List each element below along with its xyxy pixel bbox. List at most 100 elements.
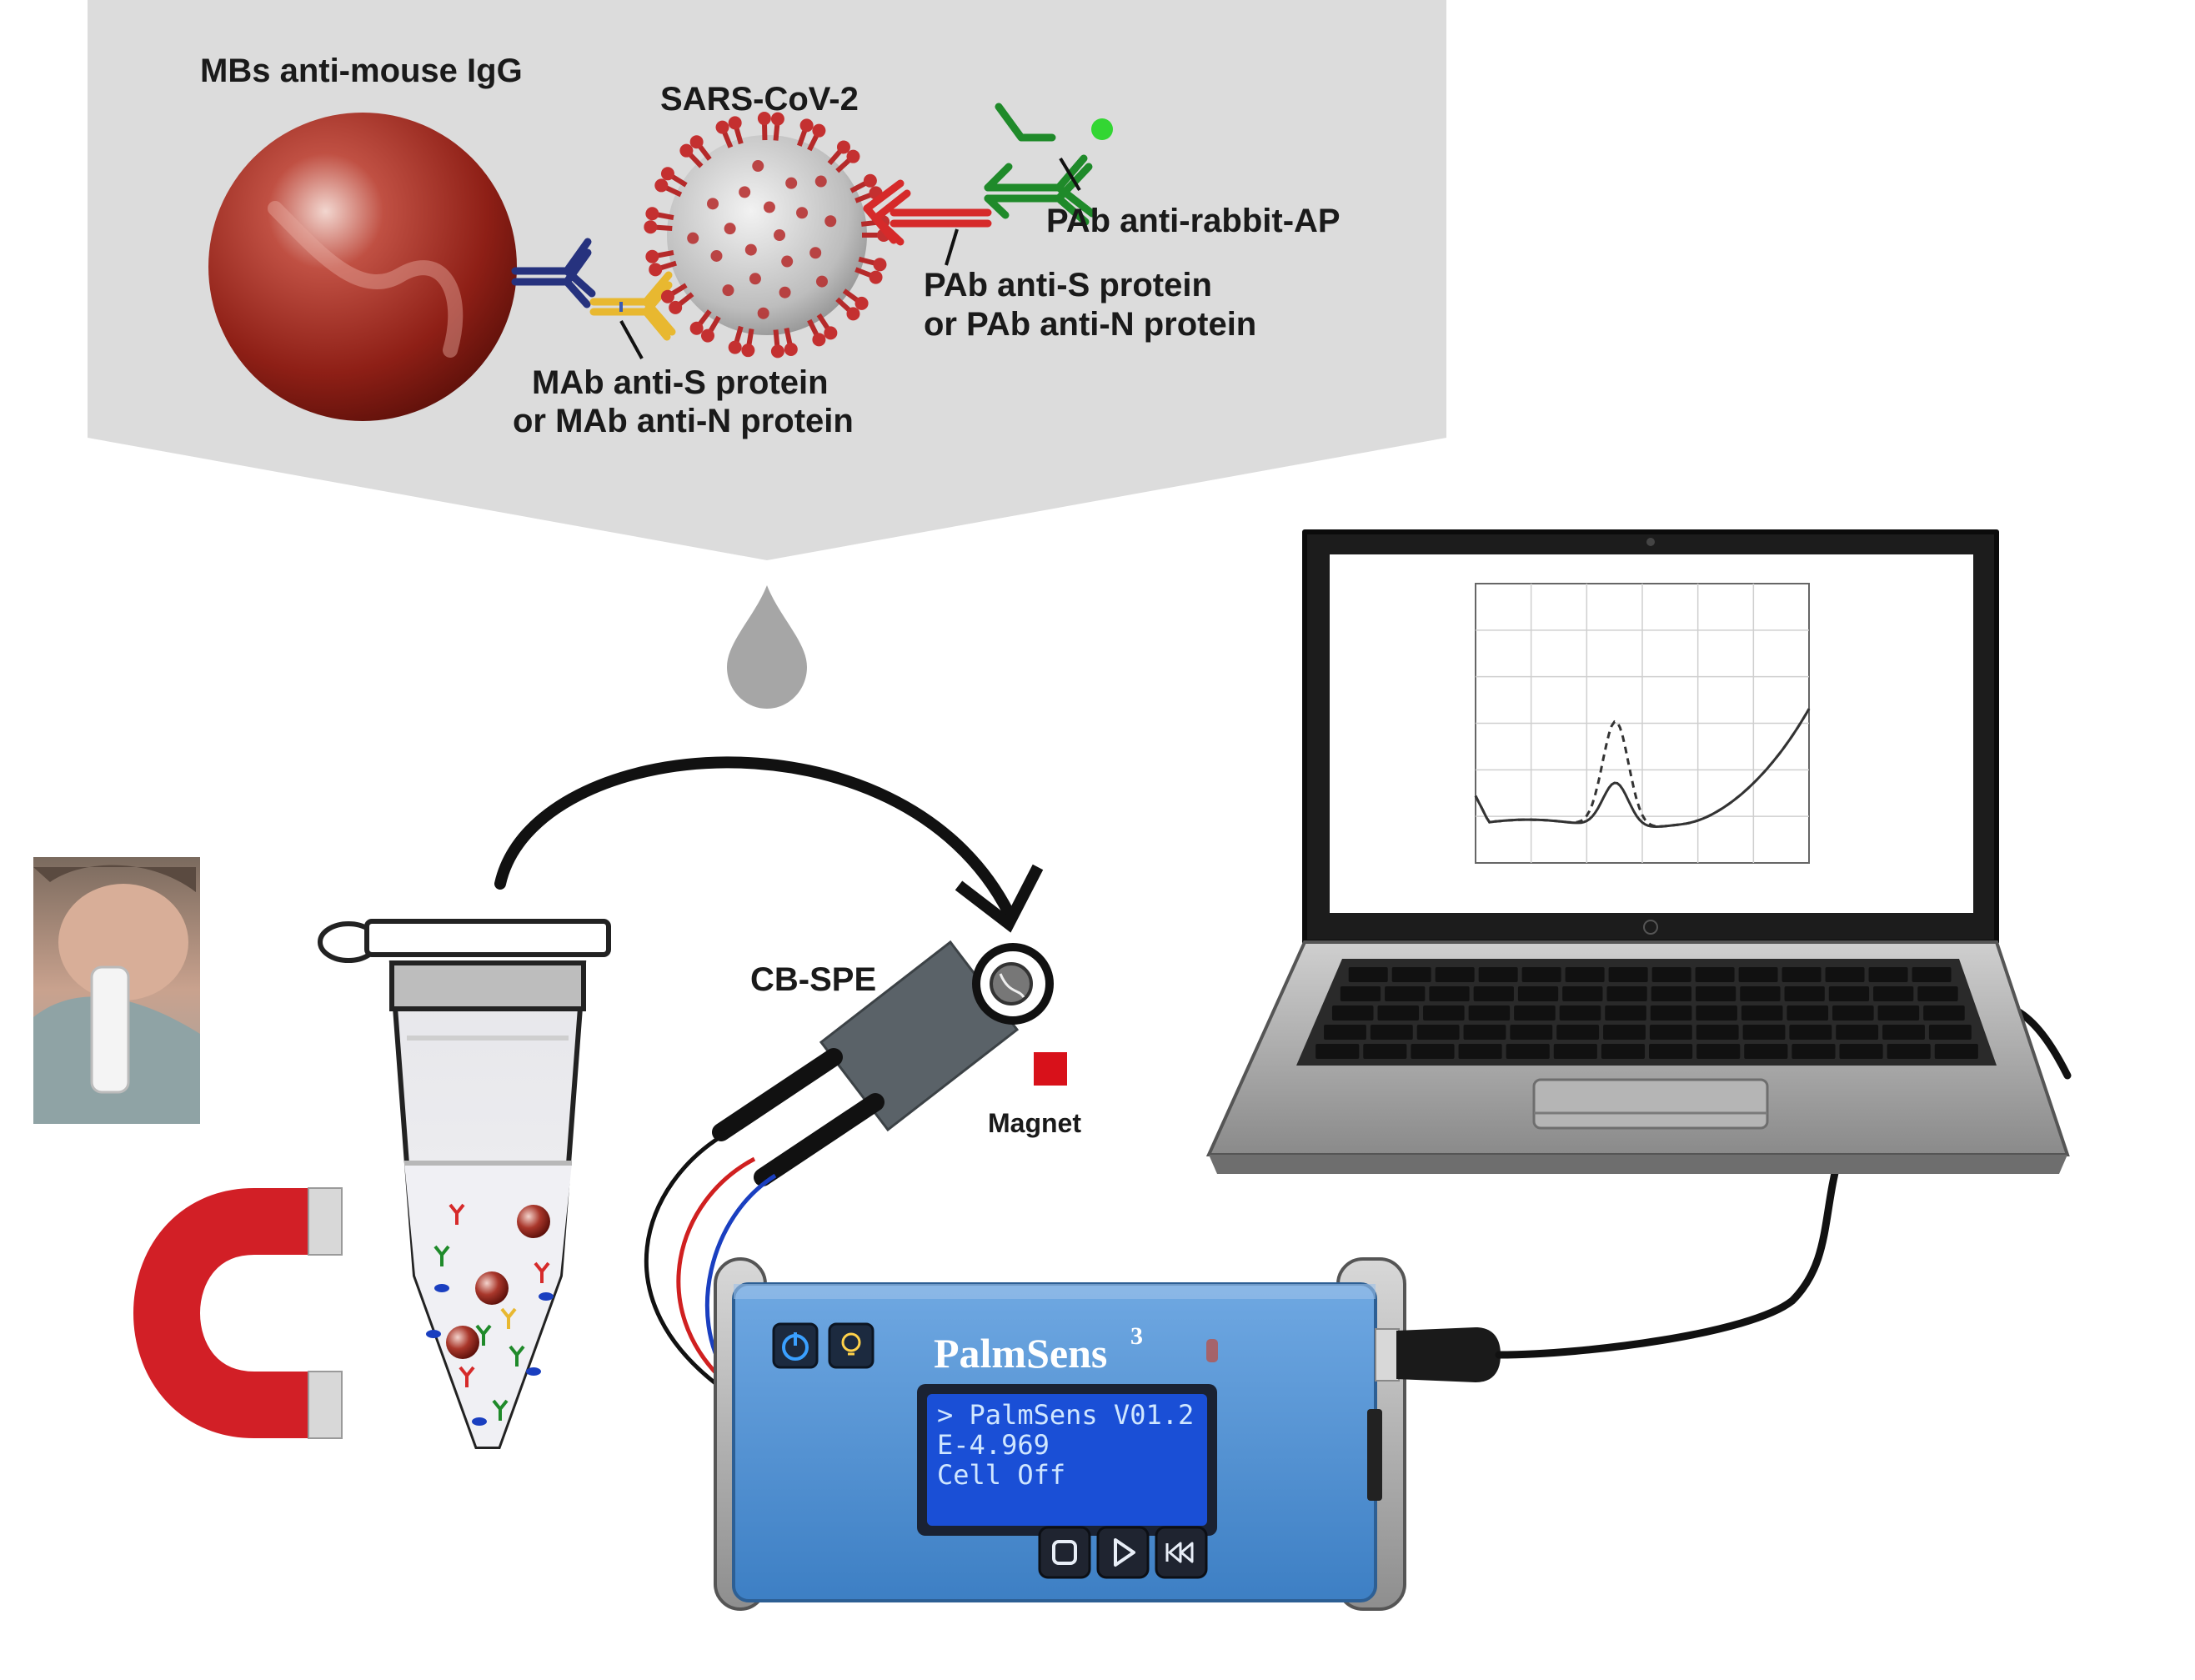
blue-particle [472,1417,487,1426]
keyboard-key [1423,1005,1465,1021]
keyboard-key [1606,986,1647,1001]
keyboard-key [1370,1025,1413,1040]
keyboard-key [1348,967,1388,982]
usb-plug-icon [1375,1327,1501,1382]
keyboard-key [1601,1044,1646,1059]
keyboard-key [1651,967,1691,982]
stop-button[interactable] [1038,1526,1091,1579]
virus-spike-tip [846,149,860,163]
virus-spike-tip [784,343,798,357]
antibody-particle [459,1366,475,1387]
antibody-particle [475,1324,492,1346]
bulb-icon [841,1332,861,1356]
mab-antibody [589,271,676,341]
rewind-button[interactable] [1155,1526,1208,1579]
magnet-pole-top [308,1187,343,1256]
virus-surface-spike [809,247,822,259]
virus-spike-tip [770,112,784,126]
pab-ap-antibody [984,103,1096,226]
virus-spike-tip [770,344,784,359]
horseshoe-magnet [133,1187,343,1439]
virus-surface-spike [763,201,775,213]
virus-label: SARS-CoV-2 [660,81,859,118]
keyboard-key [1458,1044,1502,1059]
keyboard-key [1738,967,1778,982]
status-led [1206,1339,1218,1362]
keyboard-key [1416,1025,1460,1040]
keyboard-key [1331,1005,1374,1021]
blue-particle [426,1330,441,1338]
play-button[interactable] [1096,1526,1150,1579]
blue-particle [539,1292,554,1301]
virus-spike-tip [654,178,669,193]
keyboard-key [1340,986,1381,1001]
keyboard-key [1650,1005,1692,1021]
laptop-logo [1643,920,1658,935]
swab-photo-icon [33,857,200,1124]
virus-spike-tip [863,173,877,188]
virus-spike-tip [645,249,659,263]
virus-surface-spike [752,160,764,173]
keyboard-key [1468,1005,1511,1021]
device-brand: PalmSens 3 [934,1322,1143,1377]
keyboard-key [1912,967,1952,982]
keyboard-key [1742,1025,1786,1040]
virus-surface-spike [796,207,809,219]
virus-spike-tip [669,300,683,314]
keyboard-key [1565,967,1605,982]
keyboard-key [1782,967,1822,982]
antibody-particle [534,1261,550,1283]
keyboard-key [1603,1025,1646,1040]
spe-magnet-block [1034,1052,1067,1086]
voltammogram-plot [1474,583,1811,864]
virus-surface-spike [739,186,751,198]
magnet-label: Magnet [988,1108,1081,1138]
lcd-screen [927,1394,1207,1526]
virus-spike-tip [812,333,826,347]
keyboard-key [1787,1005,1829,1021]
keyboard-key [1411,1044,1455,1059]
keyboard-key [1473,986,1514,1001]
virus-spike-tip [689,135,704,149]
keyboard-key [1923,1005,1965,1021]
ap-pointer [1059,157,1081,192]
transfer-arrow [494,756,1015,919]
virus-spike-tip [757,112,771,126]
cable-black [644,1131,727,1393]
virus-spike-tip [812,123,826,138]
virus-spike-tip [728,116,742,130]
keyboard-key [1521,967,1561,982]
virus-spike-tip [854,296,869,310]
keyboard-key [1832,1005,1874,1021]
virus-surface-spike [774,229,786,241]
cable-red [676,1156,756,1384]
virus-surface-spike [722,284,734,297]
keyboard-key [1882,1025,1925,1040]
immunoassay-panel: MBs anti-mouse IgG SARS-CoV-2 MAb anti-S… [88,0,1446,560]
virus-spike-tip [660,167,674,181]
keyboard-key [1605,1005,1646,1021]
power-button[interactable] [772,1322,819,1369]
keyboard-key [1695,986,1736,1001]
keyboard-key [1696,1005,1737,1021]
keyboard-key [1649,1025,1692,1040]
light-button[interactable] [828,1322,874,1369]
keyboard-key [1839,1044,1883,1059]
keyboard-key [1556,1025,1600,1040]
power-icon [782,1332,809,1361]
virus-surface-spike [781,255,794,268]
virus-surface-spike [707,198,719,210]
virus-spike-tip [679,143,694,158]
sars-cov-2-virion [644,112,890,359]
laptop-base-edge [1209,1155,2067,1174]
transfer-arrowhead [955,864,1044,933]
virus-surface-spike [814,175,827,188]
antibody-particle [509,1345,525,1367]
mab-pointer [619,320,644,359]
mouse-igg-antibody [511,238,596,308]
virus-spike-tip [728,340,742,354]
pab-ap-label: PAb anti-rabbit-AP [1046,203,1341,239]
virus-spike-tip [846,307,860,321]
keyboard-key [1649,1044,1693,1059]
